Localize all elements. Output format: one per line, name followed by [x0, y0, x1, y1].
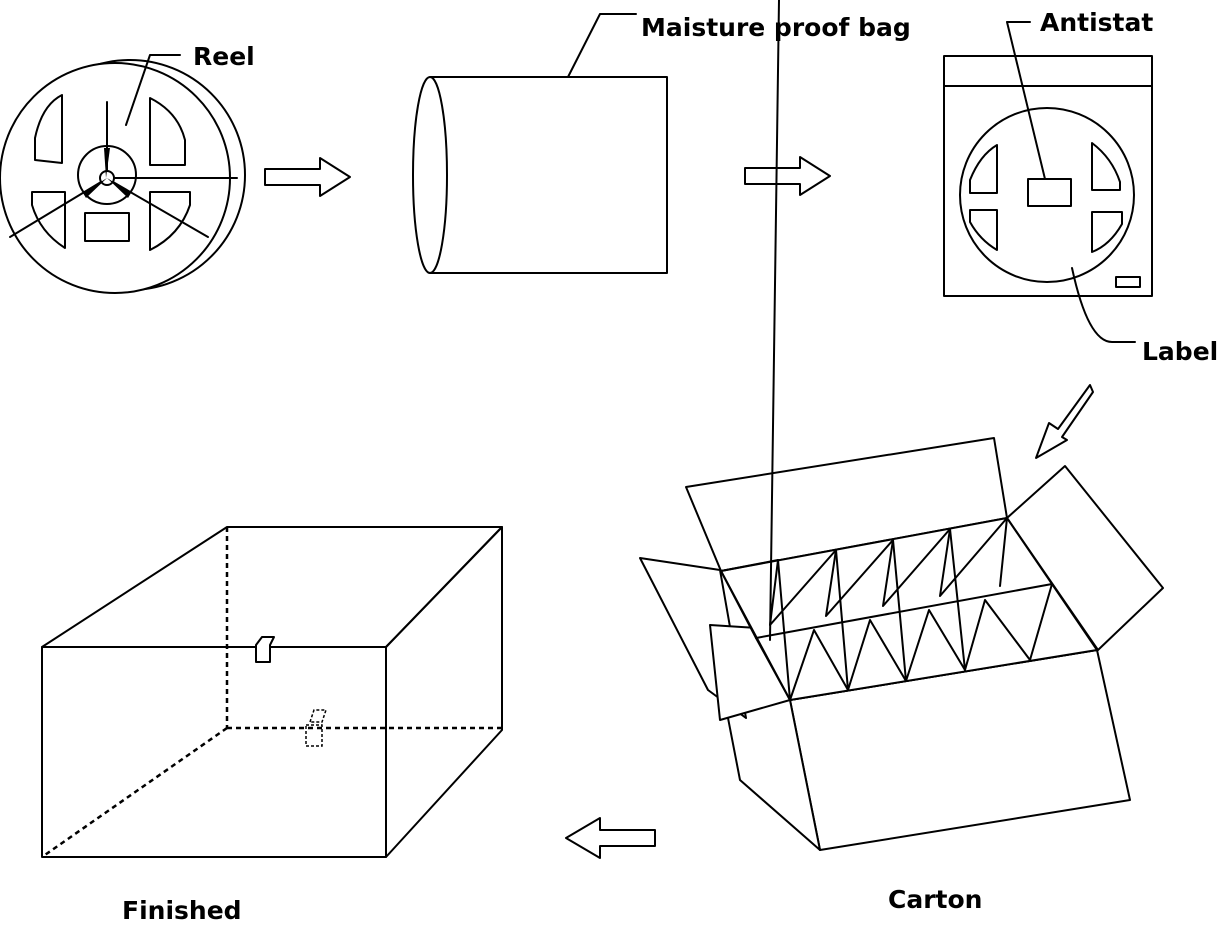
bag-label: Maisture proof bag	[641, 13, 911, 42]
reel-label: Reel	[193, 42, 255, 71]
arrow-right-icon	[744, 156, 831, 196]
bag-drawing	[412, 13, 668, 274]
finished-label: Finished	[122, 896, 242, 925]
sealed-bag-drawing	[943, 21, 1153, 343]
arrow-right-icon	[264, 157, 351, 197]
carton-drawing	[639, 0, 1164, 851]
arrow-left-icon	[565, 817, 656, 859]
carton-label: Carton	[888, 885, 982, 914]
finished-box-drawing	[41, 526, 503, 859]
reel-drawing	[0, 54, 246, 294]
antistat-label: Antistat	[1040, 8, 1153, 37]
label-label: Label	[1142, 337, 1218, 366]
arrow-down-left-icon	[1035, 384, 1094, 459]
